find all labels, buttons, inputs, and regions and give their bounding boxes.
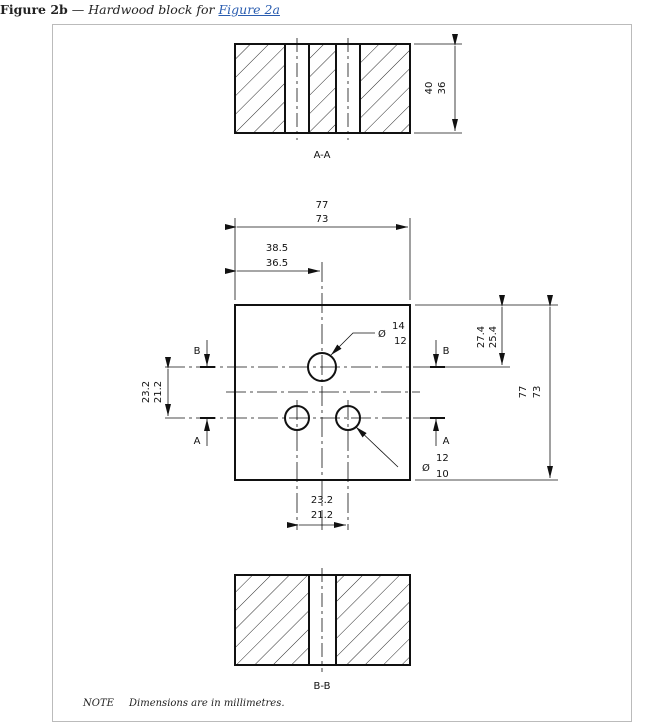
- aa-height-min: 36: [437, 82, 448, 95]
- plan-view: [165, 218, 558, 530]
- top-offset-max: 27.4: [476, 326, 487, 348]
- section-marker-b-left: B: [194, 346, 201, 357]
- section-bb-label: B-B: [314, 681, 331, 692]
- caption-text: Hardwood block for: [88, 2, 219, 17]
- center-offset-min: 36.5: [266, 258, 288, 269]
- small-hole-left: [284, 405, 310, 431]
- large-hole-min: 12: [394, 336, 407, 347]
- width-max: 77: [316, 200, 329, 211]
- center-offset-max: 38.5: [266, 243, 288, 254]
- large-hole-max: 14: [392, 321, 405, 332]
- hole-spacing-min: 21.2: [311, 510, 333, 521]
- aa-height-max: 40: [424, 82, 435, 95]
- top-offset-min: 25.4: [488, 326, 499, 348]
- section-marker-a-left: A: [194, 436, 201, 447]
- section-marker-a-right: A: [443, 436, 450, 447]
- section-marker-b-right: B: [443, 346, 450, 357]
- small-hole-max: 12: [436, 453, 449, 464]
- small-hole-min: 10: [436, 469, 449, 480]
- diameter-symbol: Ø: [422, 462, 430, 474]
- note-key: NOTE: [83, 698, 114, 709]
- height-max: 77: [518, 386, 529, 399]
- note-text: Dimensions are in millimetres.: [129, 698, 285, 709]
- figure-2a-link[interactable]: Figure 2a: [218, 2, 280, 17]
- small-hole-right: [335, 405, 361, 431]
- hole-spacing-max: 23.2: [311, 495, 333, 506]
- row-spacing-min: 21.2: [153, 381, 164, 403]
- section-aa-label: A-A: [314, 150, 331, 161]
- diameter-symbol: Ø: [378, 328, 386, 340]
- row-spacing-max: 23.2: [141, 381, 152, 403]
- large-hole: [307, 352, 337, 382]
- section-a-a: [234, 34, 462, 140]
- caption-dash: —: [67, 2, 89, 17]
- figure-frame: [52, 24, 632, 722]
- height-min: 73: [532, 386, 543, 399]
- note: NOTE Dimensions are in millimetres.: [83, 698, 285, 709]
- figure-label: Figure 2b: [0, 2, 68, 17]
- width-min: 73: [316, 214, 329, 225]
- figure-caption: Figure 2b — Hardwood block for Figure 2a: [0, 2, 280, 17]
- section-b-b: [234, 568, 411, 672]
